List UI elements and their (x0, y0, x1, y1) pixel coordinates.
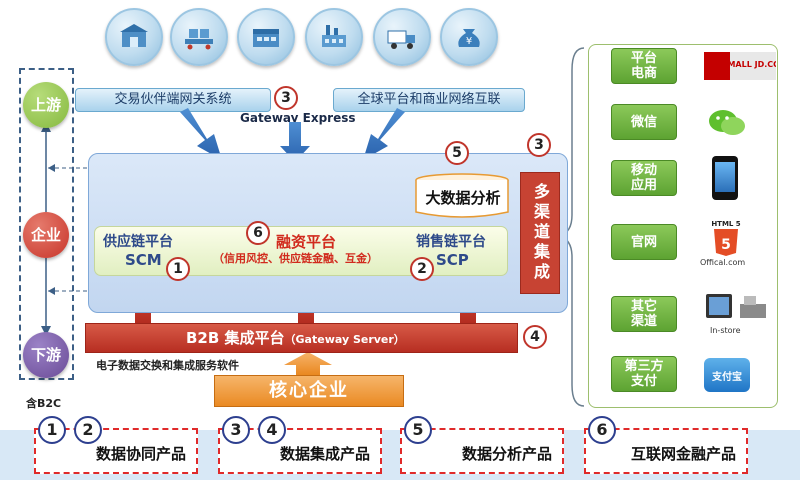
instore-icon (704, 292, 770, 322)
smartphone-icon (712, 156, 738, 200)
channel-ecommerce[interactable]: 平台电商 (611, 48, 677, 84)
svg-text:5: 5 (721, 237, 731, 253)
finance-platform-label: 融资平台 (276, 233, 337, 251)
core-enterprise-box: 核心企业 (214, 375, 404, 407)
product-number-1: 1 (38, 416, 66, 444)
number-badge-4: 4 (523, 325, 547, 349)
supply-chain-label: 供应链平台 (103, 234, 173, 250)
channel-wechat[interactable]: 微信 (611, 104, 677, 140)
alipay-icon: 支付宝 (704, 358, 750, 392)
channel-mobile-app[interactable]: 移动应用 (611, 160, 677, 196)
product-label: 数据协同产品 (95, 445, 186, 463)
factory-building-icon (237, 8, 295, 66)
b2b-platform-bar: B2B 集成平台（Gateway Server） (85, 323, 518, 353)
html5-badge-text: HTML 5 (711, 220, 740, 228)
product-data-integration: 3 4 数据集成产品 (218, 416, 382, 474)
number-badge-6: 6 (246, 221, 270, 245)
product-number-5: 5 (404, 416, 432, 444)
product-number-4: 4 (258, 416, 286, 444)
product-label: 数据集成产品 (279, 445, 370, 463)
scp-label: SCP (436, 251, 469, 269)
b2b-sub-label: （Gateway Server） (284, 333, 405, 346)
conveyor-icon (170, 8, 228, 66)
partner-gateway-label: 交易伙伴端网关系统 (75, 88, 271, 112)
big-data-label: 大数据分析 (425, 189, 501, 207)
number-badge-5: 5 (445, 141, 469, 165)
svg-text:¥: ¥ (466, 36, 472, 47)
big-data-cylinder (415, 173, 509, 218)
product-number-3: 3 (222, 416, 250, 444)
official-site-caption: Offical.com (700, 258, 746, 267)
instore-caption: In-store (710, 326, 741, 335)
product-label: 互联网金融产品 (630, 445, 736, 463)
number-badge-2: 2 (410, 257, 434, 281)
number-badge-3-right: 3 (527, 133, 551, 157)
html5-icon: HTML 5 5 (706, 218, 746, 258)
product-internet-finance: 6 互联网金融产品 (584, 416, 748, 474)
channel-other[interactable]: 其它渠道 (611, 296, 677, 332)
upstream-node: 上游 (23, 82, 69, 128)
value-chain-column (19, 68, 74, 380)
b2b-label: B2B 集成平台 (186, 329, 285, 347)
tmall-logo (704, 52, 730, 80)
wechat-icon (707, 108, 747, 138)
channel-third-party-payment[interactable]: 第三方支付 (611, 356, 677, 392)
edi-note: 电子数据交换和集成服务软件 (96, 359, 239, 372)
enterprise-node: 企业 (23, 212, 69, 258)
sales-chain-label: 销售链平台 (416, 234, 486, 250)
number-badge-1: 1 (166, 257, 190, 281)
platform-bar (94, 226, 508, 276)
gateway-express-label: Gateway Express (240, 111, 356, 125)
finance-sub-label: （信用风控、供应链金融、互金） (213, 252, 378, 265)
truck-icon (373, 8, 431, 66)
ecommerce-logo-text: 天猫TMALL JD.COM 京东 (706, 60, 776, 69)
channel-official-site[interactable]: 官网 (611, 224, 677, 260)
product-number-2: 2 (74, 416, 102, 444)
global-network-label: 全球平台和商业网络互联 (333, 88, 525, 112)
product-label: 数据分析产品 (461, 445, 552, 463)
ecommerce-logos: 天猫TMALL JD.COM 京东 (704, 50, 776, 82)
scm-label: SCM (125, 251, 162, 269)
jd-logo (730, 52, 776, 80)
product-number-6: 6 (588, 416, 616, 444)
multi-channel-box: 多渠道集成 (520, 172, 560, 294)
product-data-analytics: 5 数据分析产品 (400, 416, 564, 474)
warehouse-icon (105, 8, 163, 66)
product-data-collaboration: 1 2 数据协同产品 (34, 416, 198, 474)
number-badge-3-top: 3 (274, 86, 298, 110)
money-bag-icon: ¥ (440, 8, 498, 66)
b2c-note: 含B2C (26, 397, 62, 410)
plant-icon (305, 8, 363, 66)
downstream-node: 下游 (23, 332, 69, 378)
